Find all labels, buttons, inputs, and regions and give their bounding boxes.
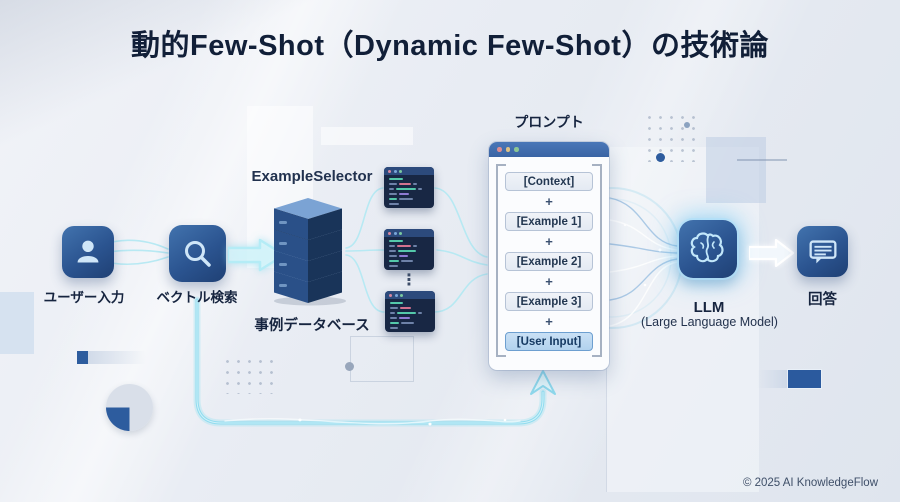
answer-label: 回答	[808, 292, 837, 308]
prompt-chip-example-1: [Example 1]	[505, 212, 593, 231]
code-window-titlebar	[384, 229, 434, 237]
code-snippet-window-3	[385, 291, 435, 332]
decor-rect-topright	[706, 137, 766, 203]
prompt-window-titlebar	[489, 142, 609, 157]
decor-dot-gray-center	[345, 362, 354, 371]
prompt-chip-context: [Context]	[505, 172, 593, 191]
decor-bar-square-right	[788, 370, 821, 388]
arrow-llm-to-answer	[747, 238, 795, 272]
arrow-search-to-db	[226, 237, 288, 278]
magnifier-icon	[178, 234, 218, 274]
window-dot-red	[497, 147, 502, 152]
plus-sign: +	[545, 234, 553, 249]
code-window-titlebar	[385, 291, 435, 299]
prompt-window: [Context] + [Example 1] + [Example 2] + …	[489, 142, 609, 370]
snippets-ellipsis: ⋮	[401, 272, 417, 289]
copyright-notice: © 2025 AI KnowledgeFlow	[742, 477, 878, 489]
person-icon	[69, 233, 107, 271]
window-dot-green	[514, 147, 519, 152]
server-stack-icon	[268, 198, 348, 311]
decor-dot-medium-gray	[684, 122, 690, 128]
decor-dot-grid-bottom	[222, 356, 278, 394]
page-title: 動的Few-Shot（Dynamic Few-Shot）の技術論	[131, 30, 769, 62]
code-snippet-window-1	[384, 167, 434, 208]
decor-bar-fade-right	[757, 370, 788, 388]
example-db-label: 事例データベース	[254, 318, 370, 334]
decor-line-topright	[737, 159, 787, 161]
llm-node	[679, 220, 737, 278]
bracket-right	[592, 164, 602, 357]
decor-square-outline	[350, 336, 414, 382]
decor-bar-square-left	[77, 351, 88, 364]
decor-dot-grid-topright	[644, 112, 702, 162]
window-dot-yellow	[505, 147, 510, 152]
prompt-composition: [Context] + [Example 1] + [Example 2] + …	[489, 172, 609, 351]
code-window-titlebar	[384, 167, 434, 175]
prompt-chip-example-2: [Example 2]	[505, 252, 593, 271]
code-snippet-window-2	[384, 229, 434, 270]
llm-sublabel: (Large Language Model)	[641, 315, 778, 329]
decor-dot-large-blue	[656, 153, 665, 162]
vector-search-node	[169, 225, 226, 282]
prompt-label: プロンプト	[514, 114, 584, 130]
decor-pie-chart	[106, 384, 153, 431]
decor-rect-leftedge	[0, 292, 34, 354]
plus-sign: +	[545, 274, 553, 289]
plus-sign: +	[545, 314, 553, 329]
example-selector-label: ExampleSelector	[251, 168, 373, 185]
prompt-chip-user-input: [User Input]	[505, 332, 593, 351]
vector-search-label: ベクトル検索	[156, 290, 238, 305]
plus-sign: +	[545, 194, 553, 209]
llm-label: LLM	[693, 299, 725, 316]
user-input-node	[62, 226, 114, 278]
prompt-chip-example-3: [Example 3]	[505, 292, 593, 311]
chat-bubble-icon	[804, 233, 842, 271]
user-input-label: ユーザー入力	[43, 290, 125, 305]
answer-node	[797, 226, 848, 277]
decor-bar-horizontal	[321, 127, 413, 145]
brain-icon	[686, 227, 730, 271]
decor-bar-fade-left	[88, 351, 146, 364]
